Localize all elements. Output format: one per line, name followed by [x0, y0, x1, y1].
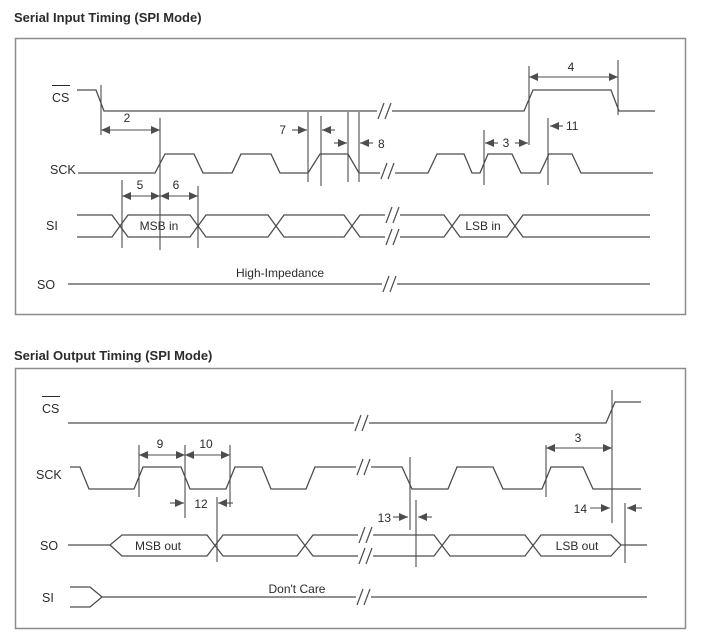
- si-label: SI: [46, 219, 58, 233]
- sck-break-marks: [380, 162, 395, 180]
- cs-break-marks: [377, 102, 392, 120]
- timing-annotation-13: 13: [378, 511, 432, 525]
- timing-4-label: 4: [568, 60, 575, 74]
- input-diagram-frame: [14, 37, 687, 316]
- timing-annotation-6: 6: [160, 178, 198, 200]
- dont-care-label: Don't Care: [269, 582, 326, 596]
- serial-input-timing-diagram: Serial Input Timing (SPI Mode) CS SCK SI…: [14, 10, 687, 316]
- si-line: Don't Care: [70, 582, 647, 608]
- timing-5-label: 5: [137, 178, 144, 192]
- so-line: High-Impedance: [68, 266, 650, 293]
- timing-3-label: 3: [575, 431, 582, 445]
- timing-annotation-2: 2: [101, 111, 160, 134]
- si-bus: MSB in LSB in: [77, 206, 650, 246]
- si-break-marks: [356, 588, 371, 606]
- timing-6-label: 6: [173, 178, 180, 192]
- so-label: SO: [37, 278, 55, 292]
- cs-break-marks: [354, 414, 369, 432]
- timing-annotation-14: 14: [574, 502, 642, 516]
- sck-label: SCK: [36, 468, 62, 482]
- sck-waveform: [70, 458, 641, 490]
- cs-waveform: [68, 401, 641, 432]
- si-label: SI: [42, 591, 54, 605]
- input-diagram-title: Serial Input Timing (SPI Mode): [14, 10, 202, 25]
- timing-annotation-9: 9: [139, 437, 185, 459]
- timing-annotation-7: 7: [279, 123, 335, 137]
- msb-in-label: MSB in: [140, 219, 179, 233]
- lsb-out-label: LSB out: [556, 539, 599, 553]
- timing-annotation-4: 4: [529, 60, 618, 81]
- input-signal-labels: CS SCK SI SO: [37, 84, 76, 292]
- timing-9-label: 9: [157, 437, 164, 451]
- timing-7-label: 7: [279, 123, 286, 137]
- so-break-marks: [358, 526, 373, 565]
- timing-annotation-3: 3: [485, 136, 528, 150]
- timing-10-label: 10: [199, 437, 213, 451]
- timing-14-label: 14: [574, 502, 588, 516]
- cs-label: CS: [42, 402, 59, 416]
- timing-8-label: 8: [378, 137, 385, 151]
- so-label: SO: [40, 539, 58, 553]
- output-diagram-title: Serial Output Timing (SPI Mode): [14, 348, 212, 363]
- serial-output-timing-diagram: Serial Output Timing (SPI Mode) CS SCK S…: [14, 348, 687, 630]
- timing-annotation-10: 10: [185, 437, 230, 459]
- sck-waveform: [78, 153, 653, 180]
- timing-3-label: 3: [503, 136, 510, 150]
- input-reference-lines: [100, 60, 619, 250]
- timing-annotation-5: 5: [122, 178, 160, 200]
- timing-annotation-11: 11: [550, 119, 579, 133]
- lsb-in-label: LSB in: [465, 219, 500, 233]
- si-break-marks: [385, 206, 400, 246]
- sck-break-marks: [356, 458, 371, 476]
- high-impedance-label: High-Impedance: [236, 266, 324, 280]
- msb-out-label: MSB out: [135, 539, 182, 553]
- timing-annotation-3: 3: [546, 431, 612, 452]
- timing-12-label: 12: [194, 497, 208, 511]
- timing-annotation-12: 12: [170, 497, 233, 511]
- cs-waveform: [77, 89, 655, 120]
- timing-annotation-8: 8: [334, 137, 385, 151]
- output-diagram-frame: [14, 367, 687, 630]
- output-signal-labels: CS SCK SO SI: [36, 395, 62, 605]
- timing-2-label: 2: [124, 111, 131, 125]
- timing-11-label: 11: [566, 119, 579, 133]
- so-bus: MSB out LSB out: [68, 526, 647, 565]
- so-break-marks: [382, 275, 397, 293]
- cs-label: CS: [52, 91, 69, 105]
- sck-label: SCK: [50, 163, 76, 177]
- timing-13-label: 13: [378, 511, 392, 525]
